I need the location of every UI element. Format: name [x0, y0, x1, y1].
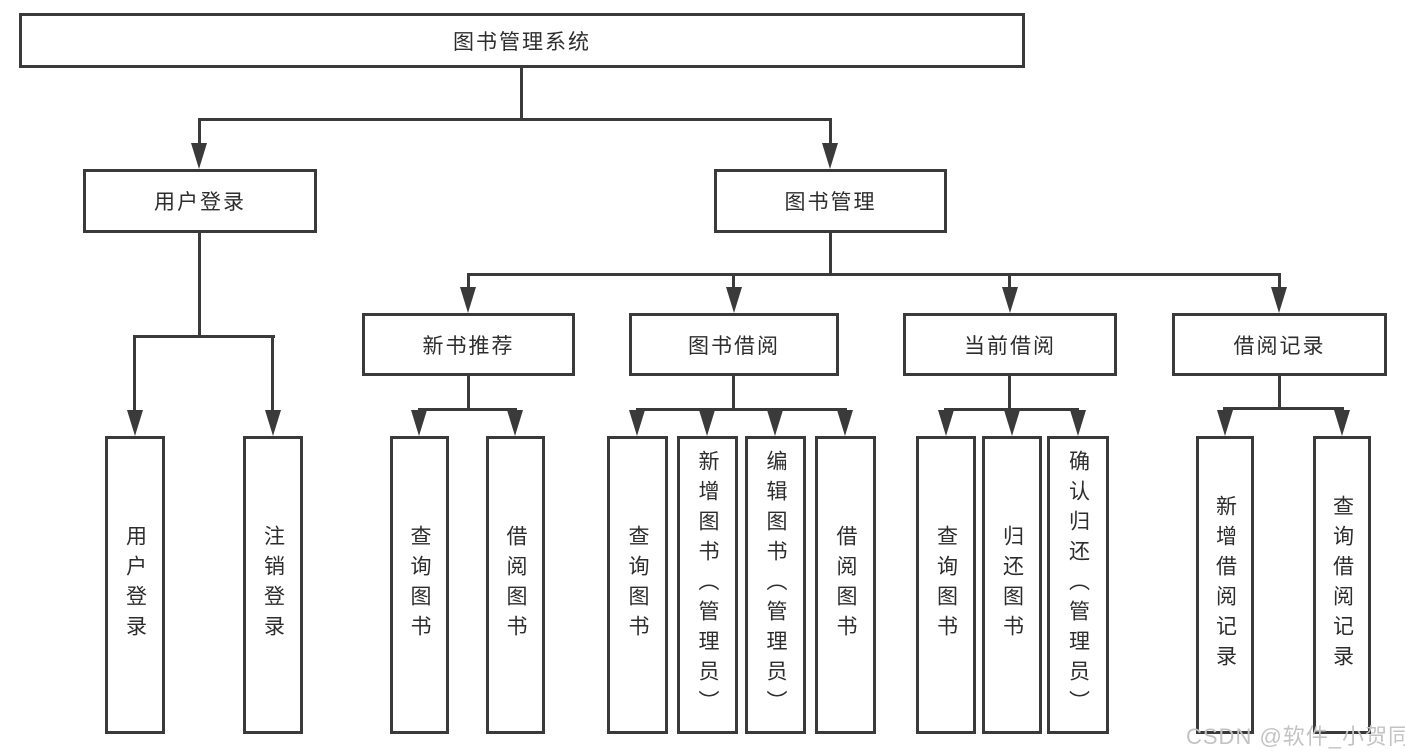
leaf-label: 注销登录 — [261, 525, 285, 645]
node-new-book-recommendation: 新书推荐 — [362, 313, 575, 376]
leaf-borrow-books-newbook: 借阅图书 — [486, 436, 545, 734]
connector-line — [467, 273, 470, 289]
leaf-query-books-borrow: 查询图书 — [607, 436, 668, 734]
connector-line — [1278, 273, 1281, 289]
node-current-borrowing: 当前借阅 — [903, 313, 1117, 376]
node-book-borrowing: 图书借阅 — [629, 313, 839, 376]
connector-line — [133, 335, 136, 412]
connector-line — [133, 335, 275, 338]
connector-line — [944, 408, 1079, 411]
leaf-label: 新增图书（管理员） — [696, 450, 720, 720]
leaf-label: 借阅图书 — [504, 525, 528, 645]
leaf-user-login: 用户登录 — [105, 436, 165, 734]
leaf-label: 确认归还（管理员） — [1066, 450, 1090, 720]
node-user-login: 用户登录 — [83, 169, 317, 233]
arrow-down-icon — [1070, 410, 1086, 436]
leaf-label: 用户登录 — [123, 525, 147, 645]
leaf-label: 查询图书 — [408, 525, 432, 645]
leaf-label: 归还图书 — [1000, 525, 1024, 645]
connector-line — [1278, 375, 1281, 410]
connector-line — [271, 335, 274, 412]
connector-line — [1223, 407, 1344, 410]
arrow-down-icon — [699, 410, 715, 436]
leaf-label: 借阅图书 — [834, 525, 858, 645]
arrow-down-icon — [822, 143, 838, 169]
connector-line — [732, 375, 735, 411]
leaf-add-books-admin: 新增图书（管理员） — [677, 436, 738, 734]
arrow-down-icon — [1217, 410, 1233, 436]
leaf-confirm-return-admin: 确认归还（管理员） — [1047, 436, 1109, 734]
leaf-label: 查询图书 — [626, 525, 650, 645]
arrow-down-icon — [726, 287, 742, 313]
connector-line — [198, 118, 832, 121]
arrow-down-icon — [265, 410, 281, 436]
leaf-label: 查询借阅记录 — [1330, 495, 1354, 675]
leaf-borrow-books: 借阅图书 — [815, 436, 876, 734]
leaf-query-books-current: 查询图书 — [916, 436, 976, 734]
arrow-down-icon — [938, 410, 954, 436]
arrow-down-icon — [767, 410, 783, 436]
arrow-down-icon — [1002, 287, 1018, 313]
arrow-down-icon — [460, 287, 476, 313]
arrow-down-icon — [837, 410, 853, 436]
node-borrowing-records: 借阅记录 — [1172, 313, 1387, 376]
connector-line — [418, 408, 517, 411]
arrow-down-icon — [629, 410, 645, 436]
connector-line — [829, 118, 832, 145]
connector-line — [829, 232, 832, 276]
arrow-down-icon — [507, 410, 523, 436]
leaf-return-books: 归还图书 — [982, 436, 1042, 734]
watermark: CSDN @软件_小贺同学 — [1186, 724, 1405, 749]
connector-line — [467, 375, 470, 411]
connector-line — [198, 118, 201, 145]
leaf-edit-books-admin: 编辑图书（管理员） — [745, 436, 806, 734]
node-library-management-system: 图书管理系统 — [19, 13, 1025, 68]
leaf-query-borrow-record: 查询借阅记录 — [1313, 436, 1371, 734]
connector-line — [636, 408, 847, 411]
arrow-down-icon — [191, 143, 207, 169]
leaf-label: 查询图书 — [934, 525, 958, 645]
leaf-label: 编辑图书（管理员） — [764, 450, 788, 720]
arrow-down-icon — [127, 410, 143, 436]
node-book-management: 图书管理 — [714, 169, 947, 233]
connector-line — [1008, 375, 1011, 411]
leaf-logout-login: 注销登录 — [243, 436, 303, 734]
arrow-down-icon — [411, 410, 427, 436]
leaf-query-books-newbook: 查询图书 — [390, 436, 449, 734]
arrow-down-icon — [1271, 287, 1287, 313]
arrow-down-icon — [1004, 410, 1020, 436]
connector-line — [732, 273, 735, 289]
connector-line — [1008, 273, 1011, 289]
connector-line — [198, 232, 201, 338]
connector-line — [467, 273, 1281, 276]
leaf-add-borrow-record: 新增借阅记录 — [1196, 436, 1254, 734]
arrow-down-icon — [1334, 410, 1350, 436]
connector-line — [520, 68, 523, 120]
leaf-label: 新增借阅记录 — [1213, 495, 1237, 675]
